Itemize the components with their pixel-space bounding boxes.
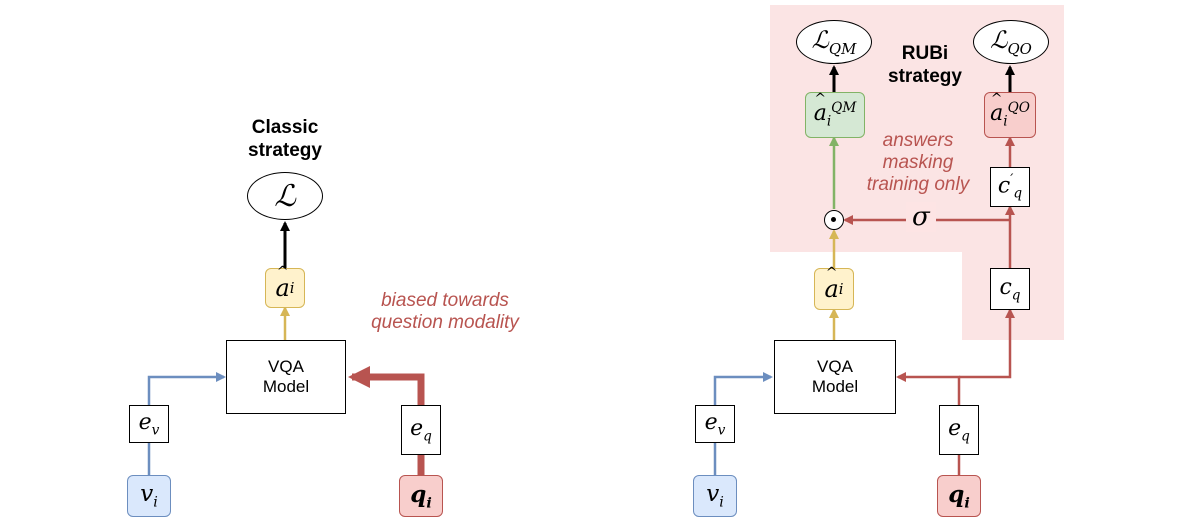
rubi-model-line1: VQA bbox=[817, 357, 853, 376]
classic-qi-symbol: qi bbox=[410, 480, 432, 512]
classic-model-line1: VQA bbox=[268, 357, 304, 376]
rubi-cq-symbol: cq bbox=[999, 274, 1021, 304]
classic-bias-note: biased towards question modality bbox=[345, 290, 545, 334]
right-eq-to-model-edge bbox=[896, 372, 961, 405]
rubi-vi-symbol: vi bbox=[706, 481, 724, 511]
rubi-loss-qo-node: ℒQO bbox=[973, 20, 1049, 64]
rubi-title-line2: strategy bbox=[888, 66, 962, 87]
rubi-sigma-label: σ bbox=[906, 202, 936, 232]
classic-answer-symbol: ^a bbox=[275, 264, 290, 302]
rubi-eq-box: eq bbox=[939, 405, 979, 455]
rubi-model-line2: Model bbox=[811, 377, 859, 396]
classic-bias-line2: question modality bbox=[371, 312, 519, 333]
classic-vi-symbol: vi bbox=[140, 481, 158, 511]
classic-qi-node: qi bbox=[399, 475, 443, 517]
rubi-cq-box: cq bbox=[990, 268, 1030, 310]
rubi-answer-qm-node: ^aiQM bbox=[805, 92, 865, 138]
classic-loss-symbol: ℒ bbox=[274, 178, 296, 214]
rubi-answer-qo-symbol: ^aiQO bbox=[990, 91, 1030, 130]
rubi-answer-qm-symbol: ^aiQM bbox=[813, 91, 857, 130]
classic-ev-box: ev bbox=[129, 405, 169, 443]
rubi-masking-line2: masking bbox=[882, 152, 954, 173]
rubi-strategy-title: RUBi strategy bbox=[870, 42, 980, 88]
rubi-ev-symbol: ev bbox=[704, 409, 726, 439]
rubi-elementwise-product-icon bbox=[824, 210, 844, 230]
left-eq-to-model-edge bbox=[348, 366, 425, 405]
rubi-loss-qm-symbol: ℒQM bbox=[811, 26, 857, 58]
rubi-cq-prime-symbol: c′q bbox=[997, 172, 1023, 202]
rubi-region bbox=[770, 5, 1064, 340]
rubi-vi-node: vi bbox=[693, 475, 737, 517]
rubi-ev-box: ev bbox=[695, 405, 735, 443]
rubi-qi-node: qi bbox=[937, 475, 981, 517]
classic-model-line2: Model bbox=[262, 377, 310, 396]
rubi-title-line1: RUBi bbox=[901, 43, 949, 64]
classic-eq-symbol: eq bbox=[410, 415, 432, 445]
classic-ev-symbol: ev bbox=[138, 409, 160, 439]
rubi-loss-qo-symbol: ℒQO bbox=[990, 26, 1032, 58]
rubi-masking-line1: answers bbox=[882, 130, 954, 151]
classic-loss-node: ℒ bbox=[247, 172, 323, 220]
classic-title-line2: strategy bbox=[248, 140, 322, 161]
rubi-masking-line3: training only bbox=[866, 174, 970, 195]
classic-vqa-model-box: VQA Model bbox=[226, 340, 346, 414]
classic-vi-node: vi bbox=[127, 475, 171, 517]
rubi-vqa-model-box: VQA Model bbox=[774, 340, 896, 414]
rubi-answer-qo-node: ^aiQO bbox=[984, 92, 1036, 138]
classic-eq-box: eq bbox=[401, 405, 441, 455]
rubi-masking-note: answers masking training only bbox=[850, 130, 986, 196]
right-ev-to-model-edge bbox=[713, 372, 773, 405]
rubi-answer-symbol: ^a bbox=[824, 265, 839, 303]
left-ev-to-model-edge bbox=[147, 372, 226, 405]
classic-bias-line1: biased towards bbox=[381, 290, 509, 311]
classic-strategy-title: Classic strategy bbox=[220, 116, 350, 162]
rubi-cq-prime-box: c′q bbox=[990, 167, 1030, 207]
rubi-loss-qm-node: ℒQM bbox=[796, 20, 872, 64]
rubi-qi-symbol: qi bbox=[948, 480, 970, 512]
classic-title-line1: Classic bbox=[251, 117, 319, 138]
right-eq-to-cq-edge bbox=[959, 308, 1015, 379]
rubi-eq-symbol: eq bbox=[948, 415, 970, 445]
